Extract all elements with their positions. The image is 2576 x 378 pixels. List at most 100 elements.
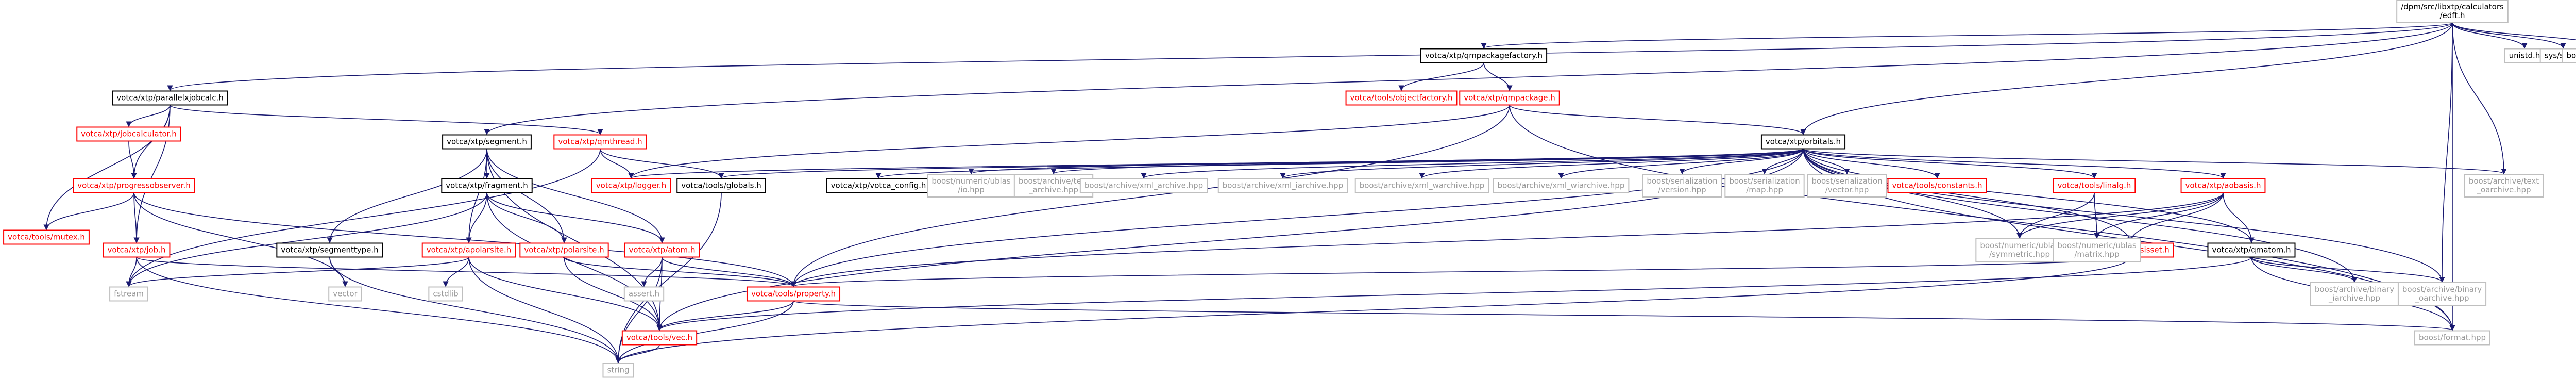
- node-box: [2562, 48, 2576, 63]
- edge-arrow: [133, 192, 348, 287]
- node-box: [3, 229, 90, 245]
- node-logger[interactable]: votca/xtp/logger.h: [591, 178, 671, 193]
- node-box: [441, 178, 533, 193]
- node-textoarchive: boost/archive/text_oarchive.hpp: [2464, 174, 2544, 198]
- node-parallelxjob[interactable]: votca/xtp/parallelxjobcalc.h: [112, 90, 228, 106]
- node-label: votca/tools/globals.h: [681, 181, 761, 190]
- include-edge: [1803, 149, 1850, 175]
- include-edge: [969, 148, 1804, 175]
- edge-arrow: [167, 22, 2453, 91]
- edge-arrow: [2452, 22, 2507, 175]
- node-cstdlib: cstdlib: [428, 286, 463, 302]
- node-box: [328, 286, 362, 302]
- edge-arrow: [564, 257, 796, 287]
- node-vec[interactable]: votca/tools/vec.h: [621, 330, 698, 346]
- node-fragment[interactable]: votca/xtp/fragment.h: [441, 178, 533, 193]
- node-label: boost/numeric/ublas: [2057, 241, 2137, 250]
- node-label: votca/xtp/qmpackage.h: [1464, 93, 1555, 103]
- include-edge: [2452, 22, 2507, 175]
- edge-arrow: [1803, 148, 2507, 175]
- node-box: [2464, 174, 2544, 198]
- node-objectfactory[interactable]: votca/tools/objectfactory.h: [1345, 90, 1458, 106]
- include-edge: [2223, 192, 2255, 243]
- node-label: /vector.hpp: [1825, 185, 1869, 194]
- edge-arrow: [2094, 192, 2100, 239]
- include-edge: [564, 257, 663, 331]
- node-label: unistd.h: [2509, 51, 2540, 60]
- node-label: votca/xtp/apolarsite.h: [427, 245, 512, 255]
- node-linalg[interactable]: votca/tools/linalg.h: [2053, 178, 2136, 193]
- node-polarsite[interactable]: votca/xtp/polarsite.h: [519, 242, 609, 258]
- node-vector: vector: [328, 286, 362, 302]
- node-globals[interactable]: votca/tools/globals.h: [676, 178, 766, 193]
- node-label: votca/tools/property.h: [751, 289, 836, 299]
- node-atom[interactable]: votca/xtp/atom.h: [624, 242, 700, 258]
- include-edge: [2094, 192, 2100, 239]
- edge-arrow: [662, 257, 796, 287]
- node-apolarsite[interactable]: votca/xtp/apolarsite.h: [421, 242, 516, 258]
- include-edge: [662, 257, 796, 287]
- node-qmthread[interactable]: votca/xtp/qmthread.h: [553, 134, 647, 150]
- edge-arrow: [2127, 192, 2224, 243]
- edge-arrow: [1398, 62, 1484, 91]
- edge-arrow: [126, 149, 601, 287]
- node-label: votca/xtp/segmenttype.h: [281, 245, 378, 255]
- node-box: [1760, 134, 1846, 150]
- node-aobasis[interactable]: votca/xtp/aobasis.h: [2180, 178, 2266, 193]
- node-box: [1642, 174, 1722, 198]
- edge-arrow: [2094, 192, 2224, 239]
- node-box: [1724, 174, 1805, 198]
- edge-arrow: [790, 105, 1510, 287]
- edge-arrow: [1800, 22, 2453, 135]
- node-property[interactable]: votca/tools/property.h: [746, 286, 841, 302]
- node-jobcalculator[interactable]: votca/xtp/jobcalculator.h: [76, 126, 181, 142]
- node-qmpackage[interactable]: votca/xtp/qmpackage.h: [1459, 90, 1560, 106]
- node-segmenttype[interactable]: votca/xtp/segmenttype.h: [276, 242, 383, 258]
- node-progressobserver[interactable]: votca/xtp/progressobserver.h: [73, 178, 195, 193]
- edge-arrow: [615, 301, 794, 364]
- node-label: votca/tools/objectfactory.h: [1350, 93, 1453, 103]
- node-box: [2053, 238, 2141, 262]
- edge-arrow: [1141, 148, 1804, 179]
- node-label: boost/archive/text: [1019, 176, 1089, 186]
- node-box: [421, 242, 516, 258]
- node-label: boost/numeric/ublas: [1980, 241, 2059, 250]
- node-qmatom[interactable]: votca/xtp/qmatom.h: [2207, 242, 2296, 258]
- node-box: [1079, 178, 1208, 193]
- node-label: /version.hpp: [1658, 185, 1706, 194]
- node-label: boost/archive/text: [2469, 176, 2539, 186]
- node-box: [2397, 282, 2487, 306]
- node-qmjob[interactable]: votca/xtp/job.h: [103, 242, 171, 258]
- include-edge: [1051, 148, 1804, 175]
- include-edge: [1419, 148, 1804, 179]
- include-edge: [1481, 22, 2453, 49]
- node-label: votca/xtp/aobasis.h: [2185, 181, 2261, 190]
- node-constants[interactable]: votca/tools/constants.h: [1887, 178, 1987, 193]
- edge-arrow: [656, 257, 2252, 331]
- node-label: /matrix.hpp: [2074, 250, 2119, 259]
- node-votcaconfig[interactable]: votca/xtp/votca_config.h: [826, 178, 931, 193]
- node-label: votca/xtp/parallelxjobcalc.h: [116, 93, 223, 103]
- include-edge: [170, 104, 603, 135]
- include-edge: [486, 192, 665, 243]
- node-qmpackagefactory[interactable]: votca/xtp/qmpackagefactory.h: [1420, 48, 1548, 63]
- node-fstream: fstream: [109, 286, 148, 302]
- include-edge: [1280, 148, 1804, 179]
- include-edge: [1509, 104, 1806, 135]
- node-mutex[interactable]: votca/tools/mutex.h: [3, 229, 90, 245]
- edge-arrow: [2251, 257, 2445, 283]
- node-box: [591, 178, 671, 193]
- edge-arrow: [133, 192, 796, 287]
- edge-arrow: [1803, 149, 1940, 179]
- edge-arrow: [615, 257, 2131, 364]
- node-orbitals[interactable]: votca/xtp/orbitals.h: [1760, 134, 1846, 150]
- node-label: _iarchive.hpp: [2328, 293, 2380, 303]
- node-label: boost/serialization: [1647, 176, 1717, 186]
- include-edge: [564, 257, 796, 287]
- node-segment[interactable]: votca/xtp/segment.h: [442, 134, 532, 150]
- include-edge: [615, 257, 663, 364]
- node-label: boost/archive/xml_warchive.hpp: [1360, 181, 1485, 191]
- node-box: [2310, 282, 2399, 306]
- node-label: boost/serialization: [1729, 176, 1800, 186]
